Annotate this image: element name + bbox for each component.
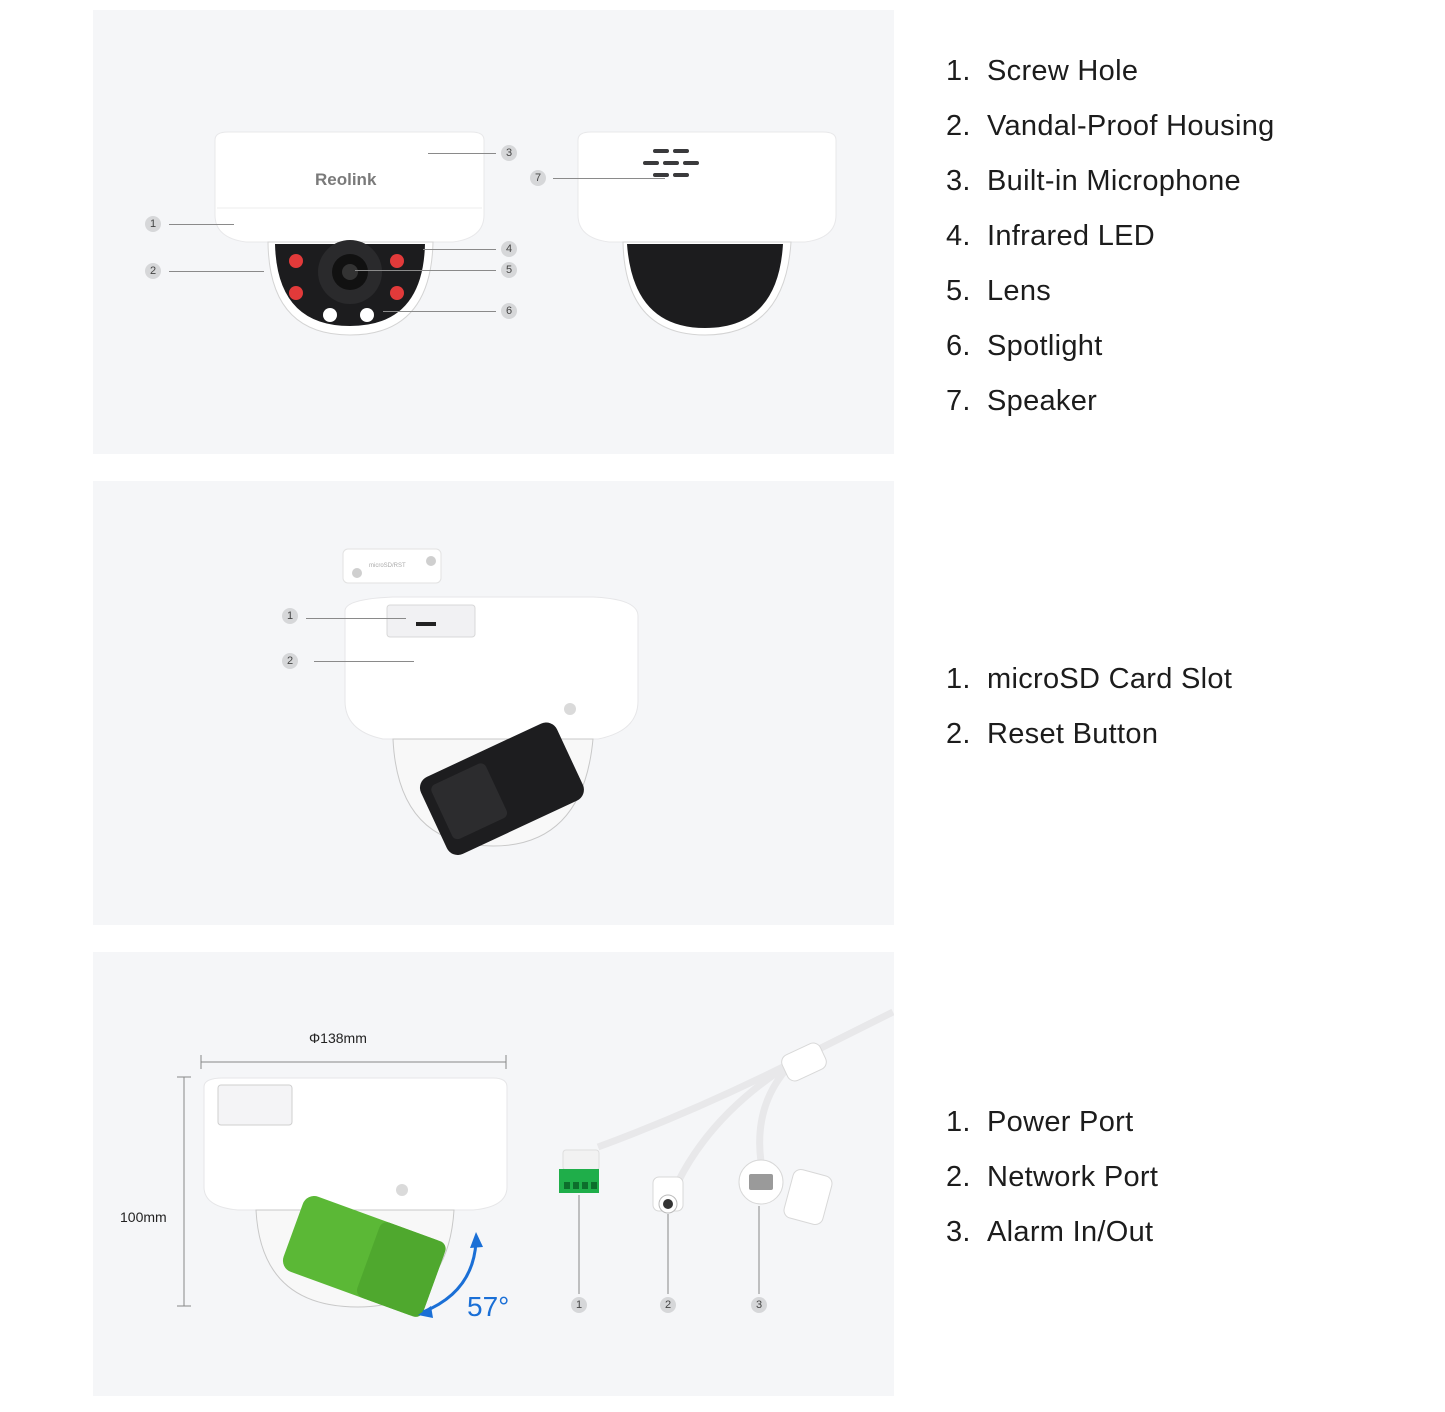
camera-front-illustration — [214, 131, 837, 336]
leader-line — [169, 271, 264, 272]
diameter-label: Φ138mm — [309, 1030, 367, 1046]
camera-slot-illustration — [342, 548, 639, 856]
height-label: 100mm — [120, 1209, 167, 1225]
legend-item: 2.Vandal-Proof Housing — [946, 110, 1275, 142]
leader-line — [428, 153, 496, 154]
leader-line — [306, 618, 406, 619]
overview-image-panel: Reolink 1 2 3 4 5 6 7 — [93, 10, 894, 454]
callout-4: 4 — [501, 241, 517, 257]
leader-line — [553, 178, 665, 179]
legend-item: 7.Speaker — [946, 385, 1098, 417]
legend-item: 3.Built-in Microphone — [946, 165, 1241, 197]
leader-line — [423, 249, 496, 250]
legend-item: 1.microSD Card Slot — [946, 663, 1233, 695]
callout-3: 3 — [501, 145, 517, 161]
callout-1: 1 — [145, 216, 161, 232]
brand-logo: Reolink — [315, 170, 377, 189]
leader-line — [355, 270, 496, 271]
callout-6: 6 — [501, 303, 517, 319]
tilt-angle-label: 57° — [467, 1291, 510, 1322]
legend-item: 4.Infrared LED — [946, 220, 1156, 252]
leader-line — [314, 661, 414, 662]
legend-item: 5.Lens — [946, 275, 1052, 307]
callout-5: 5 — [501, 262, 517, 278]
callout-3: 3 — [751, 1297, 767, 1313]
legend-item: 1.Screw Hole — [946, 55, 1139, 87]
slot-image-panel: microSD/RST 1 2 — [93, 481, 894, 925]
ports-legend: 1.Power Port 2.Network Port 3.Alarm In/O… — [946, 1095, 1158, 1260]
slot-legend: 1.microSD Card Slot 2.Reset Button — [946, 652, 1232, 762]
callout-7: 7 — [530, 170, 546, 186]
callout-1: 1 — [282, 608, 298, 624]
overview-legend: 1.Screw Hole 2.Vandal-Proof Housing 3.Bu… — [946, 44, 1275, 429]
legend-item: 6.Spotlight — [946, 330, 1103, 362]
leader-line — [169, 224, 234, 225]
cover-label: microSD/RST — [369, 563, 406, 569]
legend-item: 1.Power Port — [946, 1106, 1134, 1138]
legend-item: 2.Network Port — [946, 1161, 1159, 1193]
callout-1: 1 — [571, 1297, 587, 1313]
leader-line — [383, 311, 496, 312]
legend-item: 2.Reset Button — [946, 718, 1159, 750]
callout-2: 2 — [660, 1297, 676, 1313]
legend-item: 3.Alarm In/Out — [946, 1216, 1154, 1248]
callout-2: 2 — [145, 263, 161, 279]
camera-dimensions-illustration — [177, 1008, 894, 1318]
dimensions-ports-image-panel: Φ138mm 100mm 57° 1 2 3 — [93, 952, 894, 1396]
callout-2: 2 — [282, 653, 298, 669]
